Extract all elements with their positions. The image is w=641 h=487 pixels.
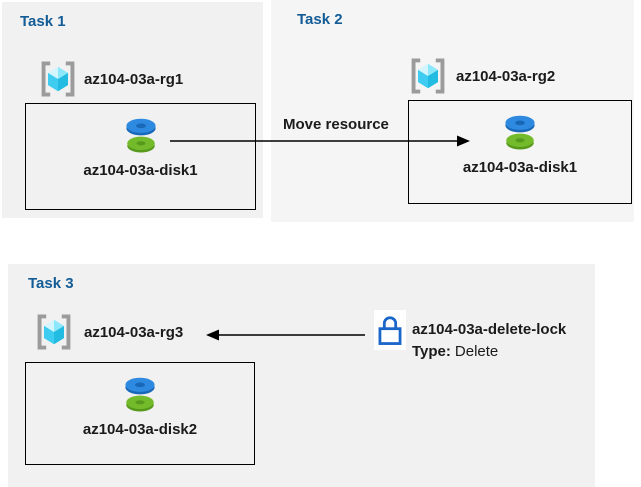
lock-type-key: Type:: [412, 343, 451, 360]
task1-title: Task 1: [20, 13, 66, 30]
lock-icon: [374, 310, 406, 350]
task3-panel: Task 3 az104-03a-rg3 az104-03a-delete-lo…: [8, 264, 595, 487]
lock-type-value: Delete: [454, 343, 499, 360]
task2-resource-box: az104-03a-disk1: [408, 100, 632, 204]
task1-resource-box: az104-03a-disk1: [25, 103, 256, 210]
task2-title: Task 2: [297, 11, 343, 28]
task3-resource-box: az104-03a-disk2: [25, 362, 255, 465]
task1-disk-label: az104-03a-disk1: [83, 162, 198, 179]
lock-type-label: Type:Delete: [412, 343, 498, 360]
move-resource-label: Move resource: [283, 116, 389, 133]
task2-disk-label: az104-03a-disk1: [462, 159, 578, 176]
task3-title: Task 3: [28, 275, 74, 292]
resource-group-icon: [37, 314, 71, 350]
task2-resource-group-label: az104-03a-rg2: [456, 68, 556, 85]
disk-icon: [125, 377, 155, 412]
task1-resource-group-label: az104-03a-rg1: [84, 71, 184, 88]
lock-name-label: az104-03a-delete-lock: [412, 321, 567, 338]
disk-icon: [125, 118, 156, 153]
task1-panel: Task 1 az104-03a-rg1 az104-03a-disk1: [2, 2, 263, 218]
task3-resource-group-label: az104-03a-rg3: [84, 324, 184, 341]
resource-group-icon: [41, 61, 75, 97]
task2-panel: Task 2 az104-03a-rg2 az104-03a-disk1: [271, 0, 634, 222]
disk-icon: [505, 115, 535, 150]
task3-disk-label: az104-03a-disk2: [82, 421, 198, 438]
resource-group-icon: [411, 58, 445, 94]
